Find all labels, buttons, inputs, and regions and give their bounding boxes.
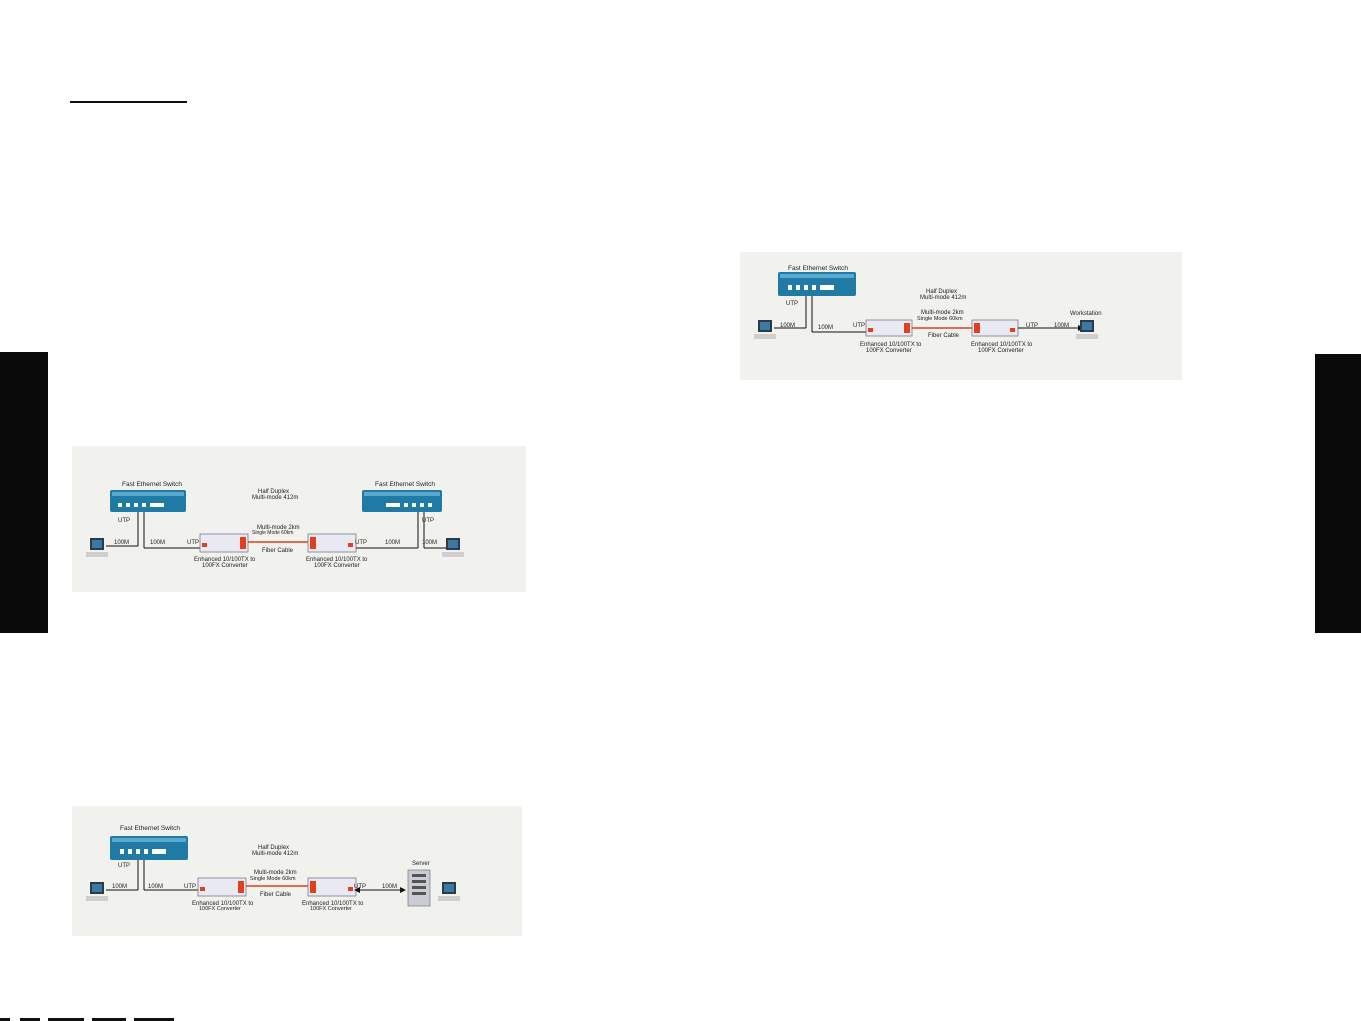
utp-label: UTP	[786, 301, 798, 307]
fiber-cable-label: Fiber Cable	[262, 548, 294, 554]
speed-label: 100M	[422, 540, 437, 546]
footer-mark	[134, 1018, 174, 1021]
server-icon	[407, 869, 431, 907]
media-converter-icon	[199, 533, 249, 553]
converter-label: Enhanced 10/100TX to	[860, 342, 922, 348]
duplex-label: Half Duplex	[258, 845, 289, 851]
duplex-label: Multi-mode 412m	[252, 851, 298, 857]
duplex-label: Half Duplex	[926, 289, 957, 295]
converter-label: 100FX Converter	[978, 348, 1024, 354]
speed-label: 100M	[385, 540, 400, 546]
utp-label: UTP	[355, 540, 367, 546]
fast-ethernet-switch-icon	[110, 836, 188, 860]
fiber-cable-label: Fiber Cable	[260, 892, 292, 898]
right-chapter-tab	[1315, 354, 1361, 633]
diagram-switch-to-workstation: Fast Ethernet Switch UTP 100M 100M UTP M…	[740, 252, 1182, 380]
converter-label: 100FX Converter	[866, 348, 912, 354]
speed-label: 100M	[780, 323, 795, 329]
fiber-distance-label: Single Mode 60km	[250, 876, 296, 882]
utp-label: UTP	[118, 518, 130, 524]
diagram-canvas: Fast Ethernet Switch UTP Fast Ethernet S…	[86, 481, 464, 569]
fiber-cable-label: Fiber Cable	[928, 333, 960, 339]
speed-label: 100M	[1054, 323, 1069, 329]
speed-label: 100M	[150, 540, 165, 546]
pc-icon	[754, 320, 776, 339]
media-converter-icon	[865, 319, 913, 337]
diagram-switch-to-server: Fast Ethernet Switch UTP Half Duplex Mul…	[72, 806, 522, 936]
pc-icon	[86, 882, 108, 901]
workstation-label: Workstation	[1070, 311, 1102, 317]
switch-label: Fast Ethernet Switch	[375, 481, 435, 488]
pc-icon	[86, 538, 108, 557]
fiber-distance-label: Single Mode 60km	[252, 530, 293, 536]
utp-label: UTP	[853, 323, 865, 329]
media-converter-icon	[197, 877, 247, 897]
converter-label: Enhanced 10/100TX to	[192, 901, 254, 907]
media-converter-icon	[971, 319, 1019, 337]
converter-label: 100FX Converter	[314, 563, 360, 569]
speed-label: 100M	[148, 884, 163, 890]
duplex-label: Half Duplex	[258, 489, 289, 495]
utp-label: UTP	[118, 863, 130, 869]
server-label: Server	[412, 861, 430, 867]
heading-underline	[70, 101, 187, 103]
workstation-icon	[1076, 320, 1098, 339]
fiber-distance-label: Multi-mode 2km	[257, 525, 300, 531]
converter-label: Enhanced 10/100TX to	[302, 901, 364, 907]
fast-ethernet-switch-icon	[110, 490, 186, 512]
diagram-canvas: Fast Ethernet Switch UTP Half Duplex Mul…	[86, 825, 460, 912]
utp-label: UTP	[1026, 323, 1038, 329]
converter-label: 100FX Converter	[199, 906, 241, 912]
converter-label: Enhanced 10/100TX to	[971, 342, 1033, 348]
pc-icon	[438, 882, 460, 901]
speed-label: 100M	[382, 884, 397, 890]
utp-label: UTP	[187, 540, 199, 546]
fiber-distance-label: Single Mode 60km	[917, 316, 963, 322]
converter-label: Enhanced 10/100TX to	[194, 557, 256, 563]
utp-label: UTP	[354, 884, 366, 890]
switch-label: Fast Ethernet Switch	[120, 825, 180, 832]
page-footer-marks	[0, 1014, 200, 1021]
duplex-label: Multi-mode 412m	[920, 295, 966, 301]
footer-mark	[0, 1018, 10, 1021]
converter-label: 100FX Converter	[202, 563, 248, 569]
footer-mark	[20, 1018, 40, 1021]
utp-label: UTP	[184, 884, 196, 890]
fast-ethernet-switch-icon	[778, 272, 856, 296]
speed-label: 100M	[112, 884, 127, 890]
duplex-label: Multi-mode 412m	[252, 495, 298, 501]
switch-label: Fast Ethernet Switch	[122, 481, 182, 488]
fiber-distance-label: Multi-mode 2km	[921, 310, 964, 316]
pc-icon	[442, 538, 464, 557]
speed-label: 100M	[818, 325, 833, 331]
fiber-distance-label: Multi-mode 2km	[254, 870, 297, 876]
switch-label: Fast Ethernet Switch	[788, 265, 848, 272]
diagram-switch-to-switch: Fast Ethernet Switch UTP Fast Ethernet S…	[72, 446, 526, 592]
converter-label: 100FX Converter	[310, 906, 352, 912]
left-chapter-tab	[0, 352, 48, 633]
footer-mark	[92, 1018, 126, 1021]
media-converter-icon	[307, 877, 357, 897]
footer-mark	[48, 1018, 84, 1021]
utp-label: UTP	[422, 518, 434, 524]
diagram-canvas: Fast Ethernet Switch UTP 100M 100M UTP M…	[754, 265, 1102, 354]
media-converter-icon	[307, 533, 357, 553]
converter-label: Enhanced 10/100TX to	[306, 557, 368, 563]
speed-label: 100M	[114, 540, 129, 546]
fast-ethernet-switch-icon	[362, 490, 442, 512]
